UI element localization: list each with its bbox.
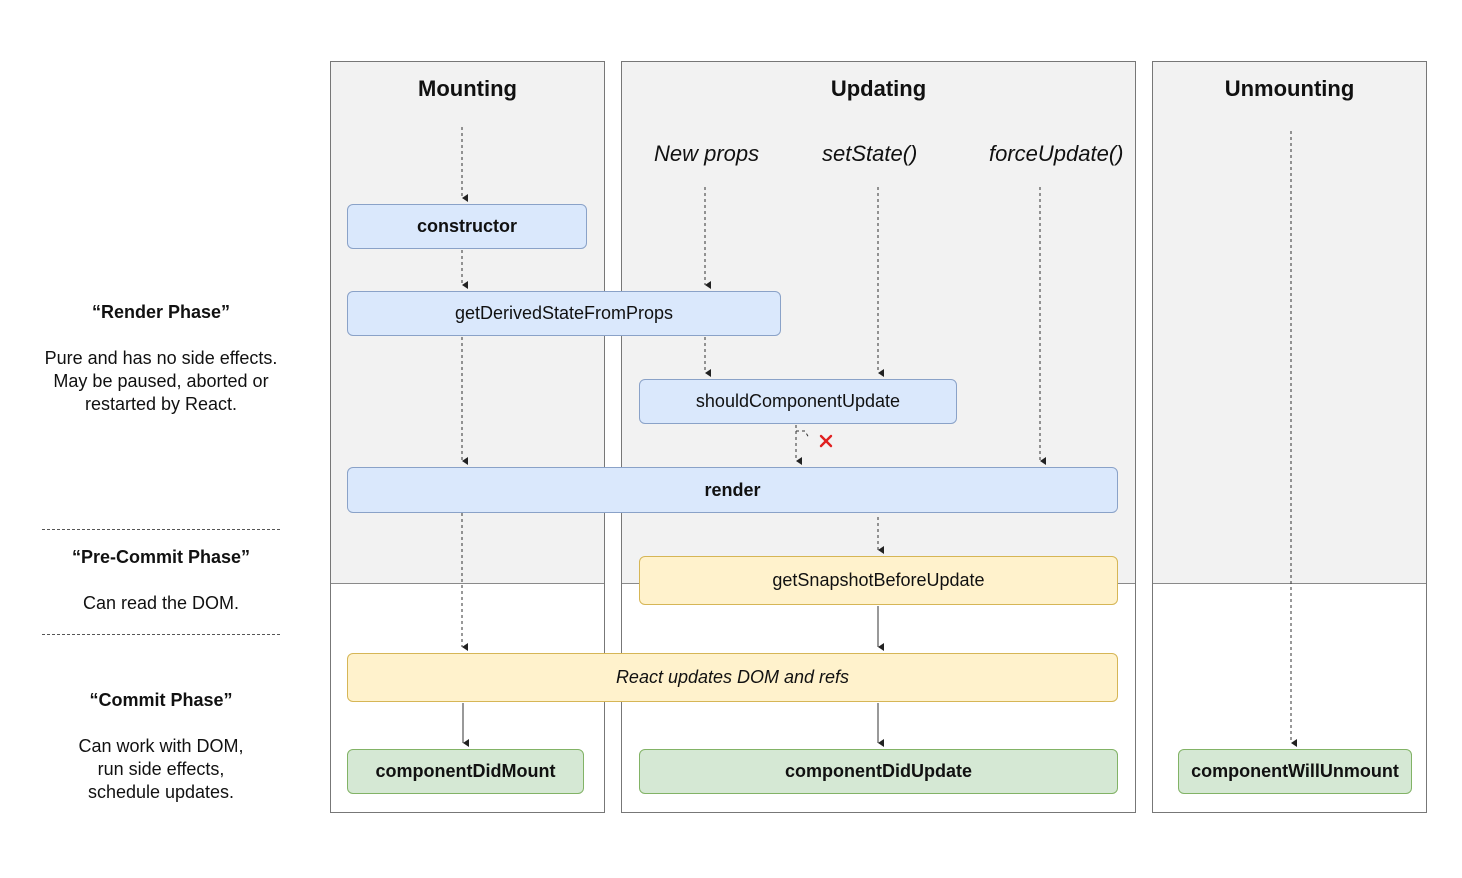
commit-phase-line: Can work with DOM,	[78, 736, 244, 756]
trigger-new-props: New props	[654, 141, 760, 166]
unmounting-render-zone	[1153, 62, 1426, 584]
phase-divider-bottom	[42, 634, 280, 635]
mounting-title: Mounting	[418, 76, 517, 101]
component-will-unmount-box: componentWillUnmount	[1178, 749, 1412, 794]
trigger-force-update: forceUpdate()	[989, 141, 1124, 166]
trigger-set-state: setState()	[822, 141, 918, 166]
commit-phase-line: schedule updates.	[87, 782, 235, 802]
get-snapshot-before-update-box: getSnapshotBeforeUpdate	[639, 556, 1118, 605]
render-phase-line: Pure and has no side effects.	[44, 348, 278, 368]
commit-phase-description: Can work with DOM, run side effects, sch…	[20, 735, 302, 804]
commit-phase-title: “Commit Phase”	[89, 690, 233, 710]
component-did-mount-box: componentDidMount	[347, 749, 584, 794]
react-updates-dom-box: React updates DOM and refs	[347, 653, 1118, 702]
constructor-box: constructor	[347, 204, 587, 249]
pre-commit-phase-description: Can read the DOM.	[20, 592, 302, 615]
render-phase-description: Pure and has no side effects. May be pau…	[20, 347, 302, 416]
pre-commit-phase-line: Can read the DOM.	[82, 593, 240, 613]
updating-title: Updating	[830, 76, 927, 101]
render-box: render	[347, 467, 1118, 513]
render-phase-line: restarted by React.	[84, 394, 238, 414]
component-did-update-box: componentDidUpdate	[639, 749, 1118, 794]
phase-divider-top	[42, 529, 280, 530]
commit-phase-line: run side effects,	[97, 759, 225, 779]
render-phase-line: May be paused, aborted or	[53, 371, 269, 391]
get-derived-state-from-props-box: getDerivedStateFromProps	[347, 291, 781, 336]
should-component-update-box: shouldComponentUpdate	[639, 379, 957, 424]
pre-commit-phase-title: “Pre-Commit Phase”	[71, 547, 251, 567]
unmounting-column: Unmounting	[1152, 61, 1427, 813]
unmounting-title: Unmounting	[1224, 76, 1355, 101]
render-phase-title: “Render Phase”	[91, 302, 231, 322]
